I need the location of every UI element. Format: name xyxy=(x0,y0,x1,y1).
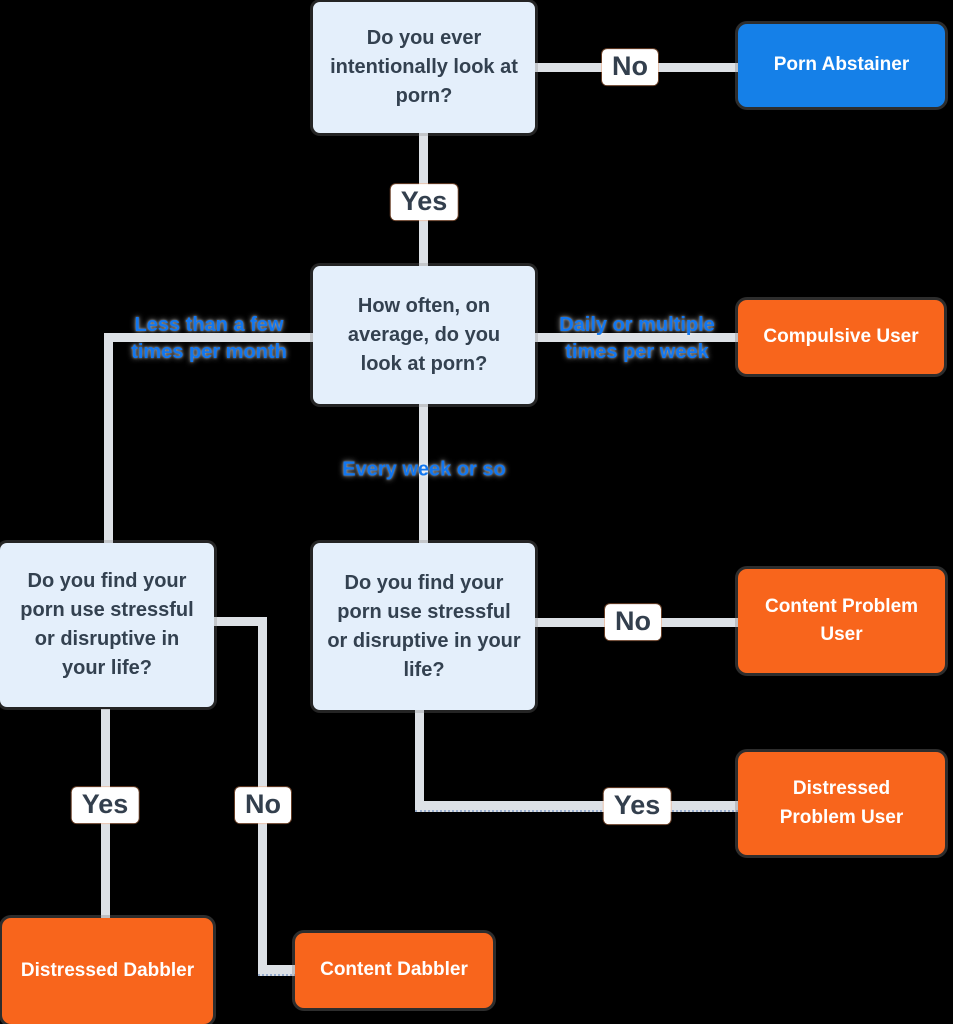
result-distressed-problem-user: Distressed Problem User xyxy=(738,752,945,855)
connector-q3-left-no-horizontal-2 xyxy=(258,965,296,976)
question-box-stressful-left: Do you find your porn use stressful or d… xyxy=(0,543,214,707)
result-content-problem-user: Content Problem User xyxy=(738,569,945,673)
question-text: How often, on average, do you look at po… xyxy=(347,294,501,375)
edge-label-q3-left-no: No xyxy=(235,787,291,823)
connector-q3-left-no-horizontal-1 xyxy=(213,617,264,626)
question-text: Do you find your porn use stressful or d… xyxy=(20,570,194,679)
connector-q2-less-horizontal xyxy=(104,333,314,342)
question-box-how-often: How often, on average, do you look at po… xyxy=(313,266,535,404)
edge-label-daily-or-multiple-weekly: Daily or multiple times per week xyxy=(559,314,715,363)
result-distressed-dabbler: Distressed Dabbler xyxy=(2,918,213,1024)
question-box-stressful-center: Do you find your porn use stressful or d… xyxy=(313,543,535,710)
result-compulsive-user: Compulsive User xyxy=(738,300,944,374)
connector-q2-to-compulsive-user xyxy=(533,333,738,342)
edge-label-q3-center-no: No xyxy=(605,604,661,640)
edge-label-less-than-few-times-month: Less than a few times per month xyxy=(131,314,287,363)
edge-label-q1-no: No xyxy=(602,49,658,85)
result-text: Content Problem User xyxy=(764,595,919,646)
question-text: Do you ever intentionally look at porn? xyxy=(330,27,518,107)
result-text: Compulsive User xyxy=(763,325,919,347)
result-porn-abstainer: Porn Abstainer xyxy=(738,24,945,107)
edge-label-q3-left-yes: Yes xyxy=(71,787,139,823)
connector-q2-less-vertical xyxy=(104,335,113,544)
result-content-dabbler: Content Dabbler xyxy=(295,933,493,1008)
edge-label-q3-center-yes: Yes xyxy=(603,788,671,824)
connector-q3-center-yes-horizontal xyxy=(415,801,738,812)
result-text: Porn Abstainer xyxy=(773,54,910,76)
result-text: Distressed Dabbler xyxy=(20,959,195,981)
result-text: Content Dabbler xyxy=(320,959,468,981)
connector-q2-to-q3-center xyxy=(419,403,428,544)
question-box-ever-look-at-porn: Do you ever intentionally look at porn? xyxy=(313,2,535,133)
edge-label-q1-yes: Yes xyxy=(390,184,458,220)
edge-label-every-week-or-so: Every week or so xyxy=(342,458,506,481)
question-text: Do you find your porn use stressful or d… xyxy=(327,571,521,681)
result-text: Distressed Problem User xyxy=(779,778,904,828)
connector-q3-center-yes-vertical xyxy=(415,709,424,806)
